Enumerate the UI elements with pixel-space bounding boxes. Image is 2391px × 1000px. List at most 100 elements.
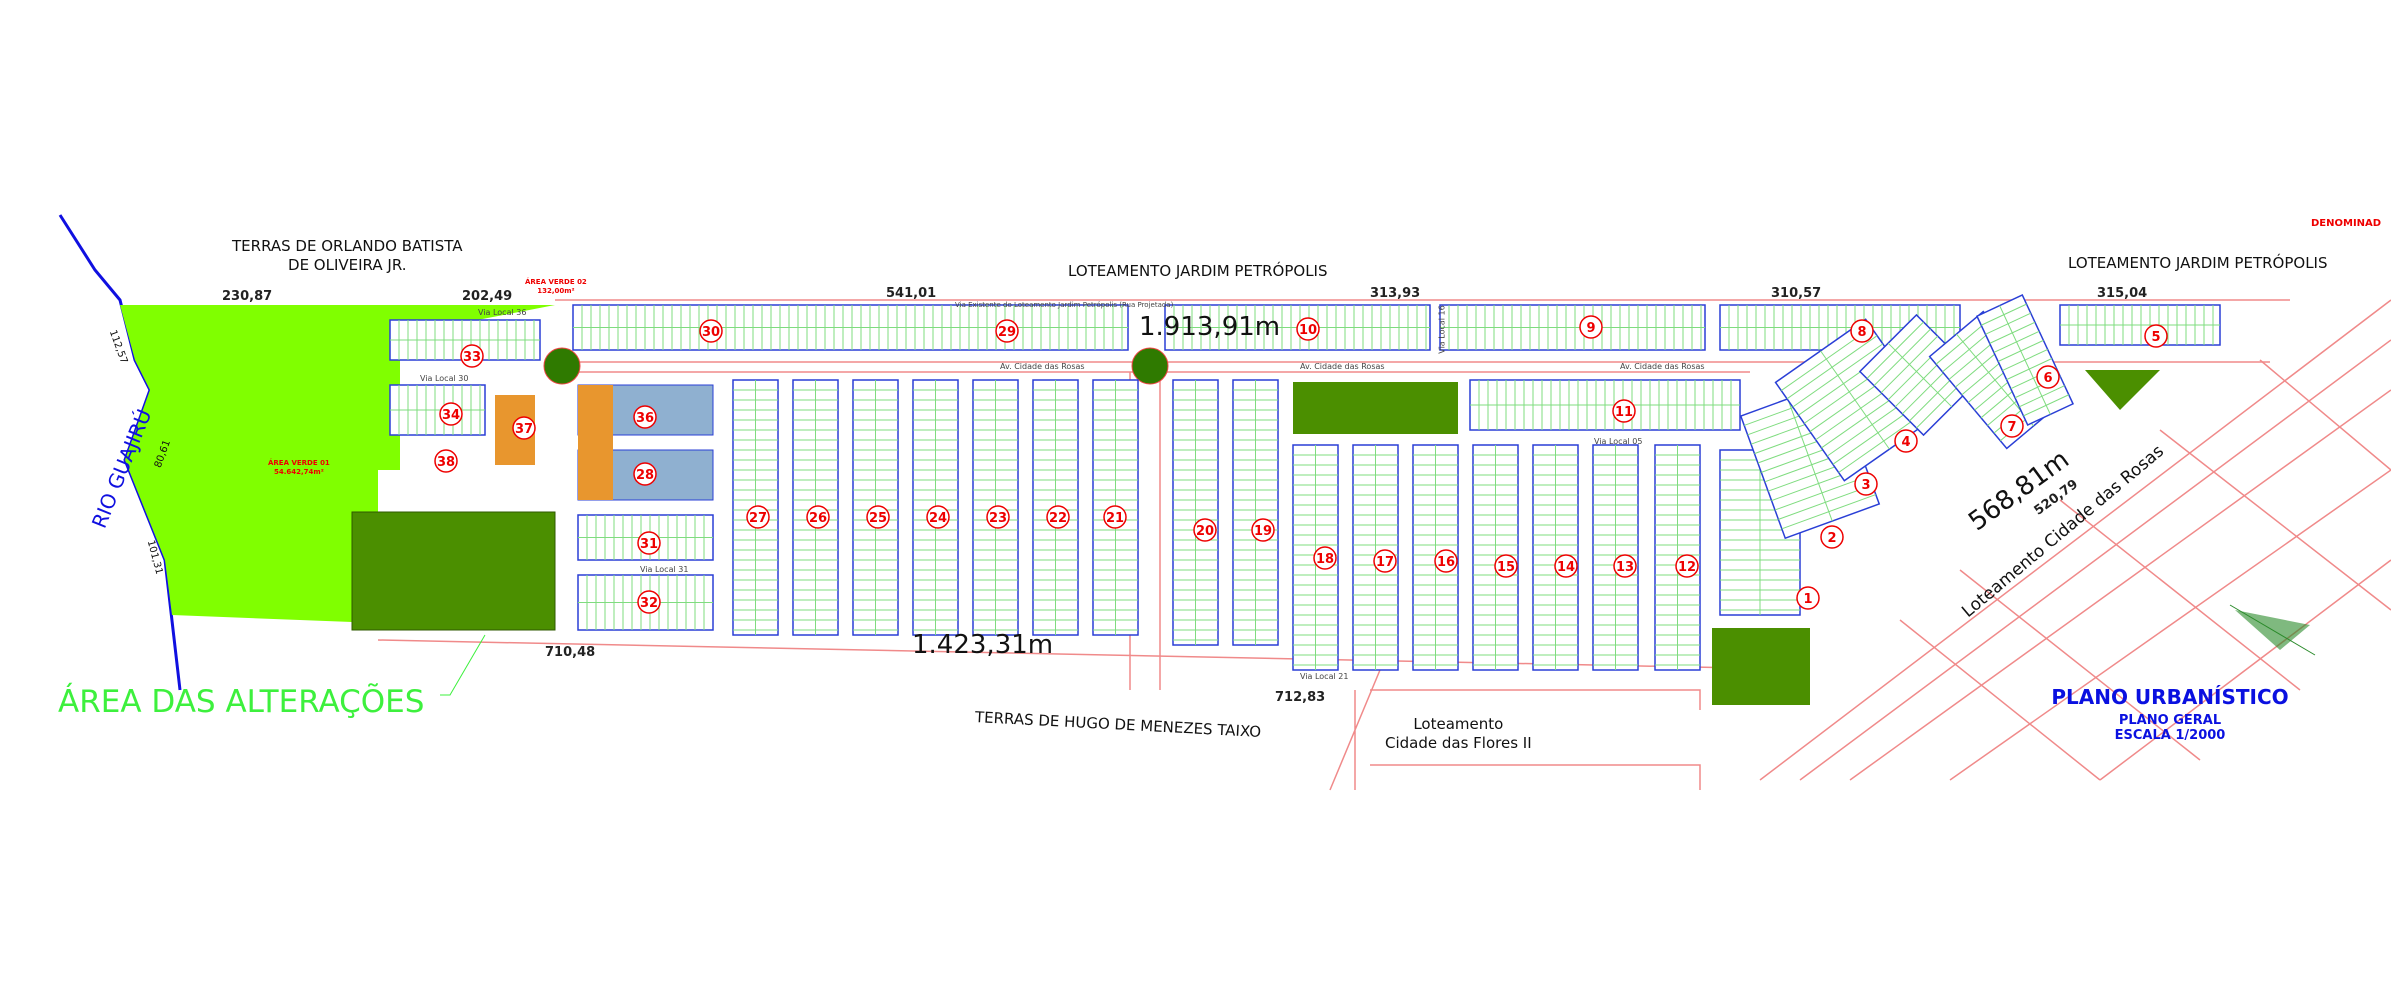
block-number-marker: 22 bbox=[1046, 505, 1070, 529]
dimension-label: 541,01 bbox=[886, 286, 937, 301]
block-marker-circle bbox=[1434, 549, 1458, 573]
dimension-label: 710,48 bbox=[545, 645, 596, 660]
block-number: 15 bbox=[1497, 560, 1515, 575]
block-number: 28 bbox=[636, 468, 654, 483]
lot-line bbox=[1820, 350, 1890, 450]
title-block: PLANO URBANÍSTICO PLANO GERAL ESCALA 1/2… bbox=[2040, 685, 2300, 743]
lot-line bbox=[1999, 305, 2051, 415]
block-marker-circle bbox=[1579, 315, 1603, 339]
block-number-marker: 15 bbox=[1494, 554, 1518, 578]
street-label: Via Local 30 bbox=[420, 374, 469, 383]
block-marker-circle bbox=[1894, 429, 1918, 453]
block-number: 17 bbox=[1376, 555, 1394, 570]
block-marker-circle bbox=[637, 531, 661, 555]
lot-blocks bbox=[389, 294, 2221, 671]
block-marker-circle bbox=[633, 462, 657, 486]
block-marker-circle bbox=[1103, 505, 1127, 529]
block-number-marker: 33 bbox=[460, 344, 484, 368]
lot-block bbox=[1232, 379, 1279, 646]
block-marker-circle bbox=[2000, 414, 2024, 438]
block-number-marker: 26 bbox=[806, 505, 830, 529]
commercial-block bbox=[578, 385, 613, 500]
block-number-marker: 14 bbox=[1554, 554, 1578, 578]
block-marker-circle bbox=[512, 416, 536, 440]
street-label: Via Local 31 bbox=[640, 565, 689, 574]
alterations-area-annotation: ÁREA DAS ALTERAÇÕES bbox=[58, 684, 425, 720]
block-number: 19 bbox=[1254, 524, 1272, 539]
block-number: 23 bbox=[989, 511, 1007, 526]
block-number: 3 bbox=[1861, 478, 1870, 493]
block-marker-circle bbox=[699, 319, 723, 343]
block-marker-circle bbox=[460, 344, 484, 368]
block-number: 33 bbox=[463, 350, 481, 365]
block-number: 29 bbox=[998, 325, 1016, 340]
block-number: 10 bbox=[1299, 323, 1317, 338]
block-number: 22 bbox=[1049, 511, 1067, 526]
lot-line bbox=[1787, 398, 1833, 522]
block-number: 8 bbox=[1857, 325, 1866, 340]
street-label: Via Existente do Loteamento Jardim Petró… bbox=[955, 301, 1174, 309]
block-marker-circle bbox=[806, 505, 830, 529]
block-number-marker: 27 bbox=[746, 505, 770, 529]
legend-fragment: DENOMINAD bbox=[2311, 218, 2382, 229]
neighbor-label-line: Loteamento bbox=[1413, 715, 1504, 733]
block-number-markers: 1234567891011121314151617181920212223242… bbox=[434, 315, 2168, 614]
neighbor-label-line: DE OLIVEIRA JR. bbox=[288, 256, 407, 274]
block-number: 38 bbox=[437, 455, 455, 470]
block-number: 31 bbox=[640, 537, 658, 552]
dimension-label: 230,87 bbox=[222, 289, 273, 304]
block-number: 27 bbox=[749, 511, 767, 526]
block-number-marker: 34 bbox=[439, 402, 463, 426]
block-marker-circle bbox=[1820, 525, 1844, 549]
area-value: 54.642,74m² bbox=[274, 468, 324, 476]
block-number: 1 bbox=[1803, 592, 1812, 607]
dimension-label: 315,04 bbox=[2097, 286, 2148, 301]
plan-subtitle: PLANO GERAL bbox=[2118, 713, 2222, 728]
block-marker-circle bbox=[866, 505, 890, 529]
block-number: 13 bbox=[1616, 560, 1634, 575]
roundabout bbox=[543, 347, 581, 385]
block-marker-circle bbox=[1796, 586, 1820, 610]
area-value: 132,00m² bbox=[537, 287, 575, 295]
block-number-marker: 18 bbox=[1313, 546, 1337, 570]
neighbor-label-north-center: LOTEAMENTO JARDIM PETRÓPOLIS bbox=[1068, 262, 1328, 280]
block-number-marker: 2 bbox=[1820, 525, 1844, 549]
block-marker-circle bbox=[1675, 554, 1699, 578]
block-number: 26 bbox=[809, 511, 827, 526]
lot-block bbox=[389, 384, 486, 436]
block-marker-circle bbox=[1046, 505, 1070, 529]
block-marker-circle bbox=[1251, 518, 1275, 542]
plan-title: PLANO URBANÍSTICO bbox=[2051, 685, 2289, 709]
block-number-marker: 6 bbox=[2036, 365, 2060, 389]
block-number: 20 bbox=[1196, 524, 1214, 539]
block-number: 9 bbox=[1586, 321, 1595, 336]
neighbor-label-line: Cidade das Flores II bbox=[1385, 734, 1532, 752]
street-label: Via Local 16 bbox=[1437, 305, 1447, 354]
block-number-marker: 28 bbox=[633, 462, 657, 486]
annotation-leader-line bbox=[440, 634, 486, 696]
block-marker-circle bbox=[1296, 317, 1320, 341]
block-marker-circle bbox=[1494, 554, 1518, 578]
block-number: 2 bbox=[1827, 531, 1836, 546]
block-number-marker: 32 bbox=[637, 590, 661, 614]
block-number-marker: 36 bbox=[633, 405, 657, 429]
street-label: Av. Cidade das Rosas bbox=[1620, 362, 1705, 371]
block-number-marker: 25 bbox=[866, 505, 890, 529]
block-marker-circle bbox=[1373, 549, 1397, 573]
block-number: 34 bbox=[442, 408, 460, 423]
block-marker-circle bbox=[2036, 365, 2060, 389]
block-number-marker: 12 bbox=[1675, 554, 1699, 578]
block-number-marker: 16 bbox=[1434, 549, 1458, 573]
block-marker-circle bbox=[1850, 319, 1874, 343]
block-marker-circle bbox=[2144, 324, 2168, 348]
total-south-dimension: 1.423,31m bbox=[912, 630, 1054, 660]
block-number-marker: 24 bbox=[926, 505, 950, 529]
area-name: ÁREA VERDE 01 bbox=[268, 459, 330, 467]
green-area-triangle bbox=[2085, 370, 2160, 410]
block-number-marker: 38 bbox=[434, 449, 458, 473]
block-number: 5 bbox=[2151, 330, 2160, 345]
street-label: Via Local 36 bbox=[478, 308, 527, 317]
